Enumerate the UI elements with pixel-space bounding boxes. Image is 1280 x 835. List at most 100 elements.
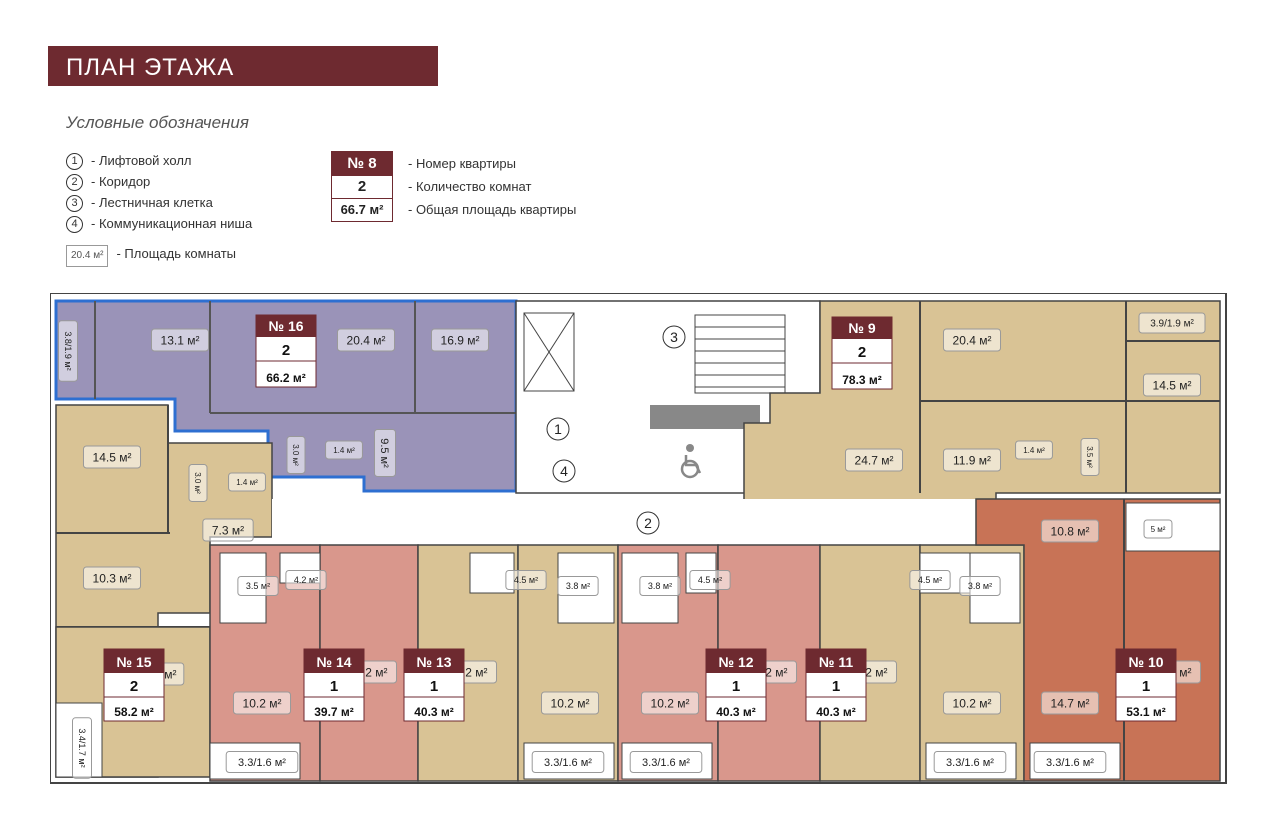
room-area-label: 16.9 м²: [430, 328, 490, 352]
legend-area-label: - Площадь комнаты: [116, 246, 237, 261]
room-area-label: 3.3/1.6 м²: [531, 751, 605, 773]
apartment-badge[interactable]: № 16 2 66.2 м²: [255, 314, 317, 388]
svg-text:10.2 м²: 10.2 м²: [953, 696, 992, 710]
legend-item-label: - Коммуникационная ниша: [91, 216, 253, 231]
shaft-block: [650, 405, 760, 429]
zone-number-icon: 4: [66, 216, 83, 234]
svg-text:№ 13: № 13: [416, 654, 451, 670]
svg-text:7.3 м²: 7.3 м²: [212, 523, 244, 537]
svg-text:1: 1: [430, 678, 438, 695]
svg-text:1: 1: [554, 421, 562, 437]
room-area-label: 14.7 м²: [1040, 691, 1100, 715]
room-area-label: 4.5 м²: [505, 570, 547, 590]
svg-text:4.5 м²: 4.5 м²: [698, 575, 722, 585]
svg-text:3.8 м²: 3.8 м²: [968, 581, 992, 591]
zone-marker: 4: [552, 459, 576, 483]
apartment-badge[interactable]: № 11 1 40.3 м²: [805, 648, 867, 722]
svg-text:№ 10: № 10: [1128, 654, 1163, 670]
legend-area-item: 20.4 м²- Площадь комнаты: [66, 245, 252, 267]
zone-number-icon: 1: [66, 153, 83, 171]
svg-text:14.7 м²: 14.7 м²: [1051, 696, 1090, 710]
svg-text:5 м²: 5 м²: [1151, 525, 1166, 534]
room-area-label: 3.3/1.6 м²: [225, 751, 299, 773]
svg-text:1: 1: [832, 678, 840, 695]
svg-text:4: 4: [560, 463, 568, 479]
svg-text:20.4 м²: 20.4 м²: [347, 333, 386, 347]
svg-text:3.3/1.6 м²: 3.3/1.6 м²: [642, 757, 690, 769]
svg-text:3.0 м²: 3.0 м²: [193, 472, 202, 494]
legend-sample-badge: № 8 2 66.7 м²: [331, 151, 393, 222]
svg-text:58.2 м²: 58.2 м²: [114, 705, 154, 719]
sample-rooms: 2: [332, 176, 392, 199]
room-area-label: 10.8 м²: [1040, 519, 1100, 543]
svg-text:3.4/1.7 м²: 3.4/1.7 м²: [77, 728, 87, 767]
room-area-label: 9.5 м²: [374, 429, 396, 477]
svg-text:14.5 м²: 14.5 м²: [1153, 378, 1192, 392]
staircase: [694, 314, 786, 394]
room-area-label: 20.4 м²: [942, 328, 1002, 352]
room-area-label: 4.5 м²: [909, 570, 951, 590]
svg-text:1: 1: [330, 678, 338, 695]
svg-text:1.4 м²: 1.4 м²: [236, 478, 258, 487]
zone-marker: 3: [662, 325, 686, 349]
room-area-label: 14.5 м²: [82, 445, 142, 469]
room-area-label: 3.0 м²: [286, 436, 306, 474]
svg-text:№ 11: № 11: [819, 654, 854, 670]
sample-desc-area: - Общая площадь квартиры: [408, 202, 577, 217]
svg-text:20.4 м²: 20.4 м²: [953, 333, 992, 347]
svg-text:№ 16: № 16: [268, 318, 303, 334]
room-area-label: 3.5 м²: [237, 576, 279, 596]
svg-text:2: 2: [282, 342, 290, 359]
room-area-label: 24.7 м²: [844, 448, 904, 472]
svg-text:39.7 м²: 39.7 м²: [314, 705, 354, 719]
room-area-label: 5 м²: [1143, 519, 1173, 539]
room-area-label: 3.5 м²: [1080, 438, 1100, 476]
svg-text:3.0 м²: 3.0 м²: [291, 444, 300, 466]
svg-text:3.3/1.6 м²: 3.3/1.6 м²: [1046, 757, 1094, 769]
room-area-label: 3.3/1.6 м²: [1033, 751, 1107, 773]
room-area-label: 3.8 м²: [639, 576, 681, 596]
svg-text:4.5 м²: 4.5 м²: [514, 575, 538, 585]
svg-text:№ 12: № 12: [718, 654, 753, 670]
room-area-label: 3.3/1.6 м²: [933, 751, 1007, 773]
room-area-label: 1.4 м²: [325, 440, 363, 460]
zone-marker: 1: [546, 417, 570, 441]
room-area-label: 3.4/1.7 м²: [72, 717, 92, 779]
svg-text:3: 3: [670, 329, 678, 345]
svg-text:№ 15: № 15: [116, 654, 151, 670]
svg-text:40.3 м²: 40.3 м²: [716, 705, 756, 719]
svg-text:10.2 м²: 10.2 м²: [651, 696, 690, 710]
apartment-badge[interactable]: № 14 1 39.7 м²: [303, 648, 365, 722]
svg-text:13.1 м²: 13.1 м²: [161, 333, 200, 347]
svg-text:66.2 м²: 66.2 м²: [266, 371, 306, 385]
svg-text:4.5 м²: 4.5 м²: [918, 575, 942, 585]
svg-text:40.3 м²: 40.3 м²: [816, 705, 856, 719]
zone-number-icon: 2: [66, 174, 83, 192]
room-area-label: 10.2 м²: [232, 691, 292, 715]
legend-heading: Условные обозначения: [66, 113, 249, 132]
room-area-label: 14.5 м²: [1142, 373, 1202, 397]
room-area-label: 4.5 м²: [689, 570, 731, 590]
room-area-label: 10.2 м²: [540, 691, 600, 715]
room-area-label: 13.1 м²: [150, 328, 210, 352]
room-area-label: 3.9/1.9 м²: [1138, 312, 1206, 334]
svg-text:16.9 м²: 16.9 м²: [441, 333, 480, 347]
room-area-label: 1.4 м²: [228, 472, 266, 492]
room-area-label: 1.4 м²: [1015, 440, 1053, 460]
svg-text:3.5 м²: 3.5 м²: [246, 581, 270, 591]
svg-text:№ 14: № 14: [316, 654, 351, 670]
room-area-label: 10.2 м²: [640, 691, 700, 715]
svg-text:3.8/1.9 м²: 3.8/1.9 м²: [63, 331, 73, 370]
sample-desc-number: - Номер квартиры: [408, 156, 516, 171]
svg-text:14.5 м²: 14.5 м²: [93, 450, 132, 464]
svg-text:4.2 м²: 4.2 м²: [294, 575, 318, 585]
svg-text:9.5 м²: 9.5 м²: [378, 438, 390, 468]
legend-item: 3- Лестничная клетка: [66, 194, 252, 213]
room-area-label: 4.2 м²: [285, 570, 327, 590]
svg-text:11.9 м²: 11.9 м²: [953, 453, 991, 467]
